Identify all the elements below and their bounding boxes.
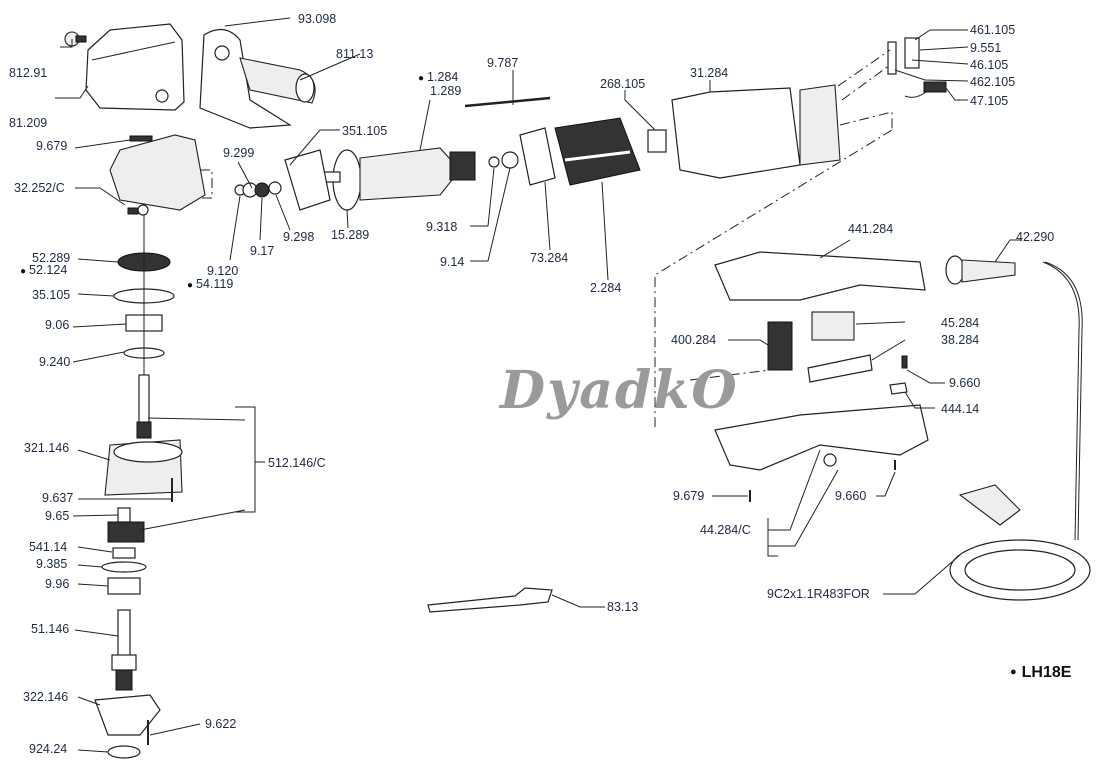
armature-part — [319, 147, 476, 211]
part-label: 35.105 — [32, 288, 71, 302]
bracket-512 — [235, 406, 265, 513]
part-label: 93.098 — [298, 12, 337, 26]
watermark-logo: DyadkO — [500, 360, 739, 421]
part-label: 52.124 — [20, 263, 67, 279]
gear-stack — [113, 207, 175, 439]
part-label: 54.119 — [187, 277, 233, 293]
part-label: 9.660 — [835, 489, 867, 503]
wrench-part — [427, 587, 553, 613]
part-label: 812.91 — [9, 66, 48, 80]
part-label: 9.660 — [949, 376, 981, 390]
part-label: 9.637 — [42, 491, 74, 505]
guard-part — [199, 29, 292, 129]
part-label: 9.622 — [205, 717, 237, 731]
part-label: 9.65 — [45, 509, 70, 523]
part-label: 73.284 — [530, 251, 569, 265]
part-label: 541.14 — [29, 540, 68, 554]
part-label: 461.105 — [970, 23, 1016, 37]
part-label: 51.146 — [31, 622, 70, 636]
part-label: 9.679 — [36, 139, 68, 153]
long-screw-part — [464, 96, 551, 108]
part-label: 400.284 — [671, 333, 717, 347]
part-label: 2.284 — [590, 281, 622, 295]
part-label: 811.13 — [336, 47, 374, 61]
part-label: 9.06 — [45, 318, 70, 332]
part-label: 9.298 — [283, 230, 315, 244]
handle-bottom-part — [714, 404, 929, 502]
bushing-part — [647, 129, 667, 153]
part-label: 9.299 — [223, 146, 255, 160]
part-label: 45.284 — [941, 316, 980, 330]
spindle-housing-part — [104, 439, 183, 496]
washers — [234, 151, 519, 198]
stator-part — [554, 117, 641, 186]
model-label: LH18E — [1010, 664, 1072, 682]
lower-stack — [94, 478, 173, 759]
part-label: 462.105 — [970, 75, 1016, 89]
part-label: 1.284 — [418, 70, 458, 86]
part-label: 46.105 — [970, 58, 1009, 72]
gear-cover-part — [85, 23, 185, 111]
part-label: 1.289 — [430, 84, 462, 98]
part-label: 9.96 — [45, 577, 70, 591]
part-label: 32.252/C — [14, 181, 65, 195]
knob-part — [64, 31, 87, 47]
part-label: 83.13 — [607, 600, 639, 614]
brush-holder-parts — [887, 37, 947, 98]
part-label: 42.290 — [1016, 230, 1055, 244]
part-label: 47.105 — [970, 94, 1009, 108]
part-label: 924.24 — [29, 742, 68, 756]
part-label: 31.284 — [690, 66, 729, 80]
part-label: 441.284 — [848, 222, 894, 236]
switch-part — [767, 311, 908, 395]
gear-housing-part — [109, 134, 206, 216]
handle-top-part — [714, 251, 926, 301]
part-label: 44.284/C — [700, 523, 751, 537]
part-label: 321.146 — [24, 441, 70, 455]
brush-holder-part — [519, 127, 556, 186]
part-label: 9.385 — [36, 557, 68, 571]
part-label: 9.787 — [487, 56, 519, 70]
fan-part — [284, 149, 331, 211]
side-handle-part — [239, 57, 316, 104]
part-label: 268.105 — [600, 77, 646, 91]
part-label: 322.146 — [23, 690, 69, 704]
part-label: 9.679 — [673, 489, 705, 503]
part-label: 52.289 — [32, 251, 71, 265]
part-label: 351.105 — [342, 124, 388, 138]
part-label: 15.289 — [331, 228, 370, 242]
part-label: 9.120 — [207, 264, 239, 278]
part-label: 512.146/C — [268, 456, 326, 470]
motor-housing-part — [671, 84, 841, 179]
part-label: 9.14 — [440, 255, 465, 269]
part-label: 444.14 — [941, 402, 980, 416]
part-label: 9.240 — [39, 355, 71, 369]
part-label: 81.209 — [9, 116, 48, 130]
part-label: 38.284 — [941, 333, 980, 347]
cord-guard-part — [945, 255, 1016, 285]
part-label: 9.318 — [426, 220, 458, 234]
part-label: 9.551 — [970, 41, 1002, 55]
part-label: 9.17 — [250, 244, 275, 258]
power-cord-part — [949, 261, 1091, 601]
part-label: 9C2x1.1R483FOR — [767, 587, 870, 601]
leader-lines — [55, 17, 1022, 753]
